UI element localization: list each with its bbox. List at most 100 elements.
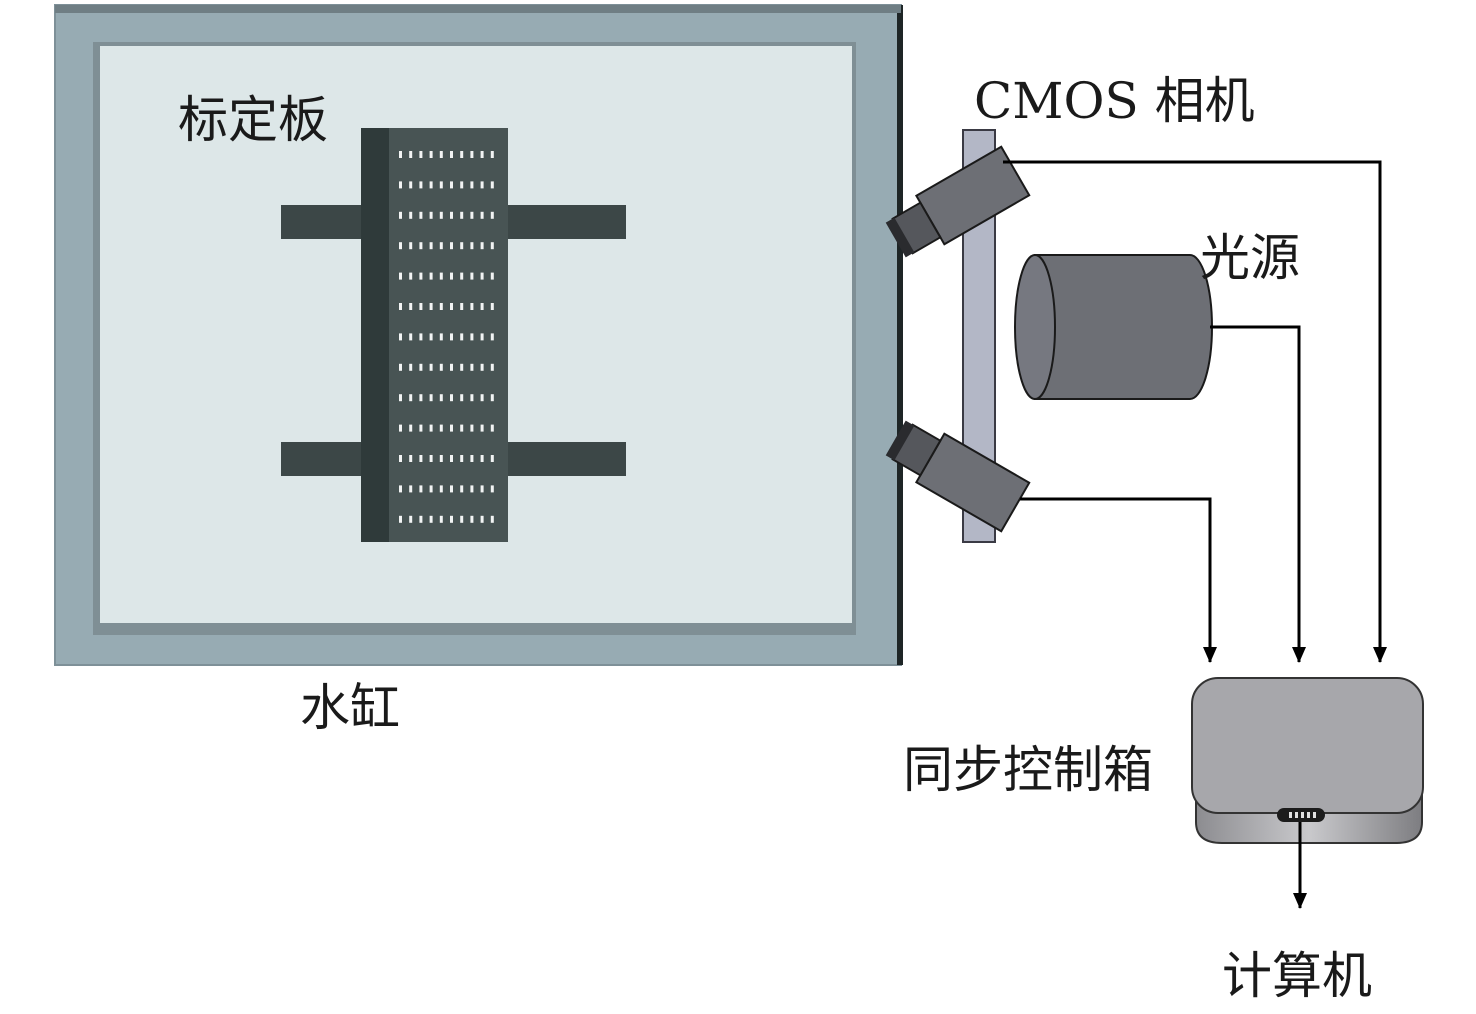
- calibration-dot: [490, 303, 494, 310]
- calibration-dot: [439, 363, 443, 371]
- calibration-dot: [399, 303, 402, 310]
- calibration-dot: [419, 303, 423, 310]
- calibration-dot: [399, 394, 402, 402]
- calibration-dot: [490, 242, 494, 250]
- calibration-dot: [409, 272, 413, 280]
- calibration-dot: [460, 424, 464, 432]
- calibration-dot: [490, 181, 494, 189]
- calibration-dot: [439, 515, 443, 523]
- calibration-dot: [419, 211, 423, 219]
- calibration-dot: [480, 363, 484, 371]
- calibration-dot: [439, 211, 443, 219]
- calibration-dot: [429, 394, 433, 402]
- calibration-dot: [470, 211, 474, 219]
- calibration-dot: [399, 211, 402, 219]
- calibration-dot: [470, 272, 474, 280]
- calibration-dot: [399, 424, 402, 432]
- calibration-dot: [419, 515, 423, 523]
- calibration-dot: [429, 181, 433, 189]
- calibration-dot: [419, 151, 423, 158]
- calibration-dot: [419, 455, 423, 462]
- water-tank-label: 水缸: [300, 679, 400, 737]
- calibration-dot: [460, 303, 464, 310]
- calibration-dot: [439, 333, 443, 341]
- calibration-dot: [450, 242, 453, 250]
- light-source-label: 光源: [1200, 229, 1300, 287]
- calibration-dot: [450, 455, 453, 462]
- calibration-dot: [450, 363, 453, 371]
- calibration-dot: [470, 455, 474, 462]
- calibration-dot: [460, 211, 464, 219]
- camera-icon: [885, 420, 1031, 533]
- calibration-dot: [450, 303, 453, 310]
- calibration-dot: [460, 455, 464, 462]
- calibration-dot: [419, 272, 423, 280]
- calibration-dot: [399, 455, 402, 462]
- calibration-dot: [490, 394, 494, 402]
- calibration-dot: [439, 272, 443, 280]
- calibration-dot: [460, 151, 464, 158]
- calibration-dot: [429, 424, 433, 432]
- calibration-dot: [429, 455, 433, 462]
- calibration-dot: [480, 211, 484, 219]
- calibration-dot: [470, 242, 474, 250]
- calibration-dot: [399, 242, 402, 250]
- calibration-dot: [490, 363, 494, 371]
- calibration-dot: [490, 515, 494, 523]
- calibration-dot: [490, 485, 494, 493]
- calibration-dot: [429, 242, 433, 250]
- calibration-dot: [419, 181, 423, 189]
- calibration-dot: [419, 242, 423, 250]
- calibration-plate: [281, 128, 626, 542]
- calibration-dot: [399, 485, 402, 493]
- calibration-dot: [399, 272, 402, 280]
- calibration-dot: [460, 363, 464, 371]
- calibration-dot: [470, 333, 474, 341]
- calibration-dot: [470, 151, 474, 158]
- calibration-dot: [439, 151, 443, 158]
- calibration-dot: [409, 303, 413, 310]
- connector-port-icon: [1277, 808, 1325, 822]
- calibration-dot: [409, 515, 413, 523]
- calibration-dot: [460, 272, 464, 280]
- calibration-dot: [399, 515, 402, 523]
- calibration-dot: [429, 151, 433, 158]
- calibration-dot: [439, 394, 443, 402]
- calibration-dot: [490, 455, 494, 462]
- calibration-dot: [409, 211, 413, 219]
- calibration-dot: [409, 151, 413, 158]
- cmos-camera-label: CMOS 相机: [974, 72, 1255, 130]
- calibration-dot: [439, 181, 443, 189]
- calibration-dot: [480, 394, 484, 402]
- calibration-dot: [450, 151, 453, 158]
- calibration-dot: [470, 303, 474, 310]
- calibration-dot: [490, 424, 494, 432]
- calibration-dot: [470, 363, 474, 371]
- calibration-dot: [460, 242, 464, 250]
- calibration-dot: [429, 303, 433, 310]
- calibration-dot: [409, 363, 413, 371]
- calibration-dot: [460, 485, 464, 493]
- calibration-dot: [470, 515, 474, 523]
- sync-control-box-label: 同步控制箱: [903, 741, 1153, 799]
- top-camera-connection: [1003, 160, 1387, 663]
- calibration-dot-grid: [399, 151, 494, 523]
- calibration-dot: [439, 485, 443, 493]
- calibration-dot: [480, 242, 484, 250]
- light-source-connection: [1210, 325, 1306, 663]
- calibration-dot: [429, 211, 433, 219]
- calibration-dot: [429, 333, 433, 341]
- calibration-dot: [419, 394, 423, 402]
- calibration-dot: [409, 424, 413, 432]
- calibration-dot: [480, 333, 484, 341]
- calibration-dot: [419, 363, 423, 371]
- sync-control-box: [1191, 677, 1424, 844]
- calibration-dot: [439, 303, 443, 310]
- calibration-dot: [429, 485, 433, 493]
- calibration-dot: [419, 424, 423, 432]
- light-source-icon: [1014, 254, 1213, 400]
- calibration-dot: [409, 455, 413, 462]
- bottom-camera-connection: [1020, 497, 1217, 663]
- calibration-dot: [480, 424, 484, 432]
- calibration-dot: [409, 181, 413, 189]
